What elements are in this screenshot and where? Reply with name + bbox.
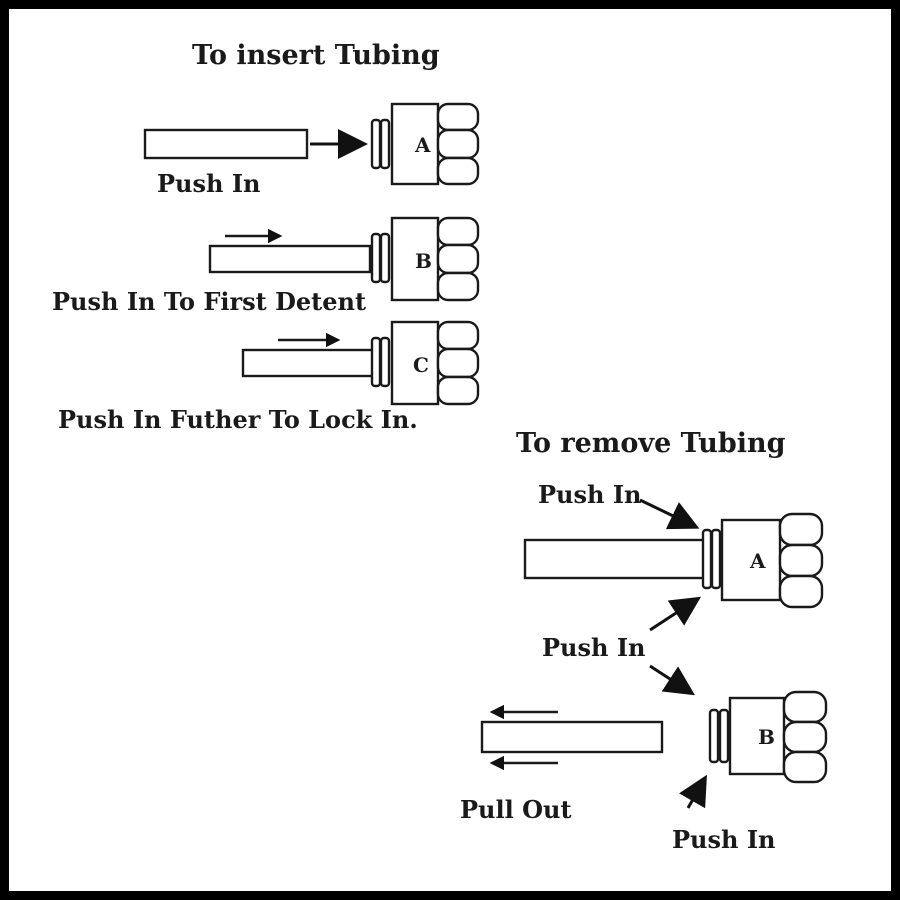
push-arrow-top bbox=[649, 664, 696, 696]
fitting bbox=[370, 216, 480, 302]
insert-step-b: B Push In To First Detent bbox=[52, 216, 480, 316]
insert-step-c: C Push In Futher To Lock In. bbox=[58, 320, 480, 434]
fitting bbox=[370, 320, 480, 406]
tube bbox=[480, 720, 664, 754]
fitting bbox=[370, 102, 480, 186]
fitting-letter: A bbox=[749, 549, 766, 573]
caption-bottom: Push In bbox=[542, 633, 646, 662]
fitting-letter: B bbox=[758, 725, 775, 749]
fitting-letter: B bbox=[415, 249, 432, 273]
fitting-letter: A bbox=[414, 133, 431, 157]
caption-bottom: Push In bbox=[672, 825, 776, 854]
remove-step-b: B Pull Out Push In bbox=[460, 664, 828, 854]
remove-title: To remove Tubing bbox=[516, 428, 786, 459]
diagram-canvas: To insert Tubing A Push In B Push In To … bbox=[9, 9, 891, 891]
caption-top: Push In bbox=[538, 480, 642, 509]
insert-step-a: A Push In bbox=[143, 102, 480, 198]
fitting bbox=[701, 512, 824, 609]
fitting bbox=[708, 690, 828, 784]
tube bbox=[241, 348, 380, 378]
caption-left: Pull Out bbox=[460, 795, 572, 824]
tube bbox=[523, 538, 711, 580]
push-arrow-bottom bbox=[649, 596, 702, 632]
fitting-letter: C bbox=[413, 353, 429, 377]
caption: Push In Futher To Lock In. bbox=[58, 405, 418, 434]
insert-title: To insert Tubing bbox=[192, 40, 440, 71]
tube bbox=[208, 244, 372, 274]
tubing-diagram: To insert Tubing A Push In B Push In To … bbox=[52, 40, 828, 854]
remove-step-a: Push In A Push In bbox=[523, 480, 824, 662]
tube bbox=[143, 128, 309, 160]
push-arrow-top bbox=[639, 498, 700, 530]
push-arrow-bottom bbox=[679, 774, 707, 809]
caption: Push In To First Detent bbox=[52, 287, 366, 316]
caption: Push In bbox=[157, 169, 261, 198]
